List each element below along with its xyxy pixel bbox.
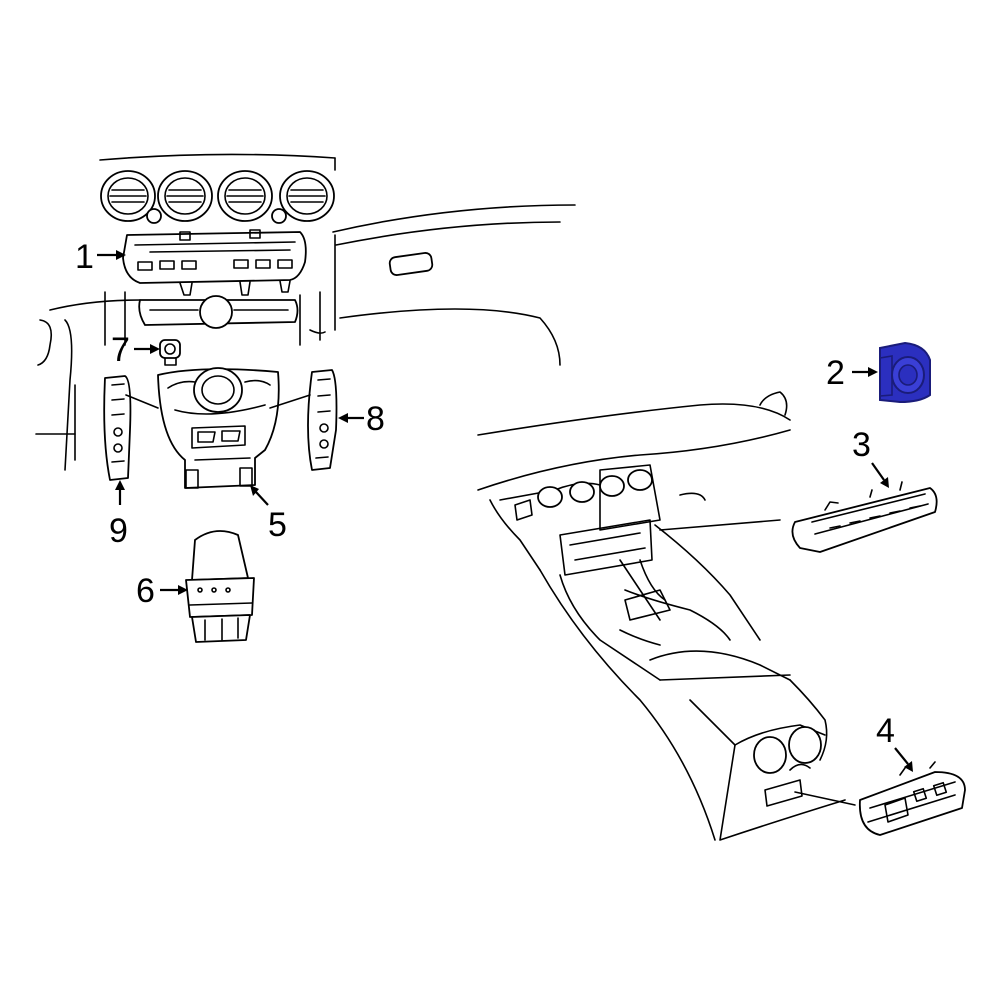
callout-8: 8 [366,400,385,438]
part-9-left-switch-panel[interactable] [103,375,159,481]
callout-arrows [97,250,913,772]
callout-6: 6 [136,572,155,610]
part-3-front-switch-panel[interactable] [791,481,938,553]
callout-1: 1 [75,238,94,276]
part-5-console-bezel[interactable] [157,367,280,489]
part-6-shifter-module[interactable] [185,530,255,643]
callout-2: 2 [826,354,845,392]
callout-5: 5 [268,506,287,544]
dash-air-vents [100,170,335,224]
part-7-sensor[interactable] [159,339,181,366]
dashboard-outline [35,153,576,471]
callout-9: 9 [109,512,128,550]
callout-4: 4 [876,712,895,750]
callout-7: 7 [111,331,130,369]
part-2-highlighted-switch[interactable] [879,341,931,404]
glovebox-handle [388,252,434,276]
part-4-rear-climate-control[interactable] [858,761,966,836]
part-1-climate-control-panel[interactable] [122,229,307,296]
center-vent-bar [138,295,299,329]
part-8-right-switch-panel[interactable] [269,369,338,471]
interior-overview [477,391,856,841]
callout-3: 3 [852,426,871,464]
